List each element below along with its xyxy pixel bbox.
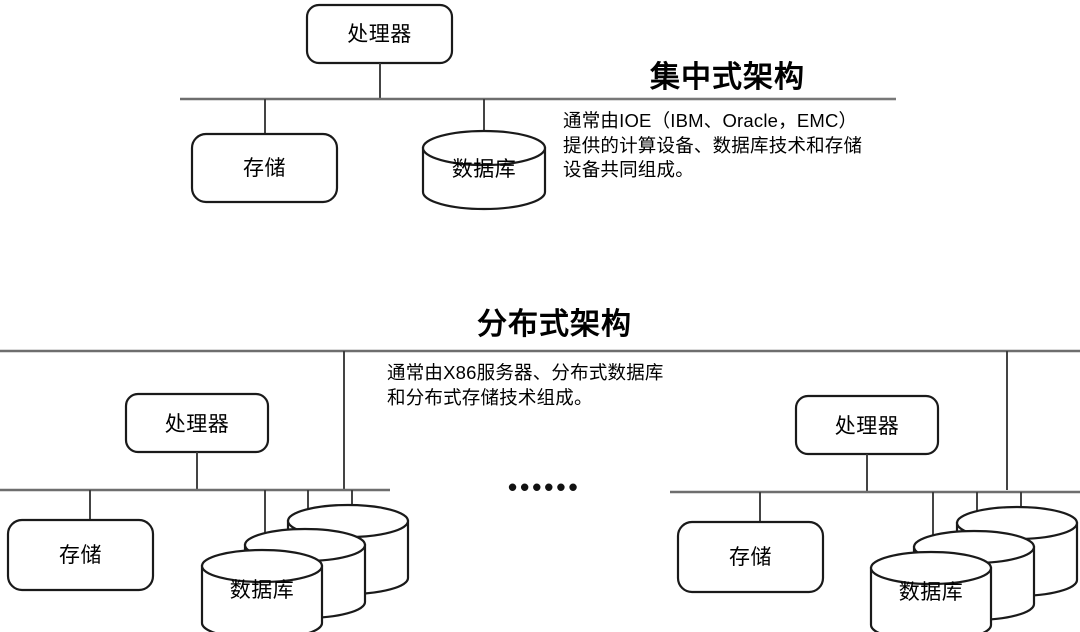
centralized-section-title: 集中式架构	[650, 61, 805, 94]
distributed-section-title: 分布式架构	[477, 308, 632, 341]
centralized-processor-label: 处理器	[347, 23, 412, 46]
left-cluster-storage-node	[6, 518, 155, 592]
centralized-storage-node	[190, 132, 339, 204]
centralized-database-label: 数据库	[451, 158, 517, 181]
distributed-left-cluster	[0, 392, 410, 632]
distributed-description-line-2: 和分布式存储技术组成。	[387, 386, 593, 408]
left-cluster-processor-label: 处理器	[164, 413, 230, 436]
centralized-description: 通常由IOE（IBM、Oracle，EMC） 提供的计算设备、数据库技术和存储 …	[563, 109, 963, 183]
centralized-storage-label: 存储	[243, 157, 286, 180]
distributed-description-line-1: 通常由X86服务器、分布式数据库	[387, 362, 664, 383]
right-cluster-storage-node	[676, 520, 825, 594]
centralized-database-node	[421, 129, 547, 211]
cluster-ellipsis: ••••••	[508, 472, 581, 502]
centralized-description-line-1: 通常由IOE（IBM、Oracle，EMC）	[563, 110, 858, 131]
centralized-description-line-3: 设备共同组成。	[563, 159, 694, 181]
left-cluster-storage-label: 存储	[59, 544, 102, 567]
centralized-description-line-2: 提供的计算设备、数据库技术和存储	[563, 134, 863, 156]
right-cluster-storage-label: 存储	[729, 546, 772, 569]
distributed-description: 通常由X86服务器、分布式数据库 和分布式存储技术组成。	[387, 361, 807, 410]
right-cluster-database-label: 数据库	[898, 581, 964, 604]
left-cluster-database-label: 数据库	[229, 579, 295, 602]
distributed-right-cluster	[670, 394, 1080, 632]
right-cluster-processor-label: 处理器	[834, 415, 900, 438]
